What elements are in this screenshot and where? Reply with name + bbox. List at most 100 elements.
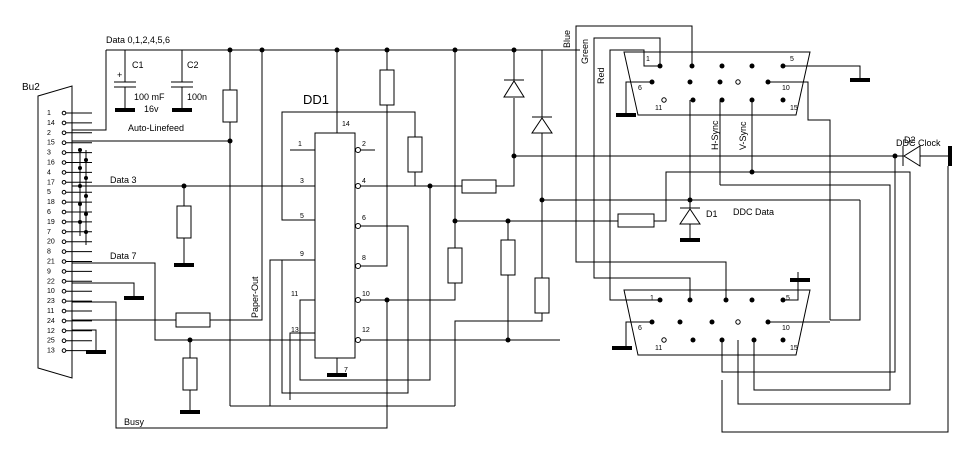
db25-connector: Bu2 114215316417518619720821922102311241…	[22, 82, 92, 379]
db25-pin-contact	[61, 279, 67, 284]
green-label: Green	[580, 39, 590, 64]
vga-cross-wiring	[575, 50, 949, 433]
ddc-data-label: DDC Data	[733, 207, 774, 217]
ic-label: DD1	[303, 92, 329, 107]
ddc-clock-label: DDC Clock	[896, 138, 941, 148]
db25-pin-label: 14	[47, 120, 55, 127]
svg-text:11: 11	[291, 291, 298, 298]
db25-pin-contact	[61, 209, 67, 215]
resistor-508	[500, 218, 516, 343]
db25-pin-contact	[61, 130, 67, 136]
db25-wiring: Data 3 Data 7 Busy	[72, 138, 388, 429]
db25-pin-label: 7	[47, 229, 51, 236]
db25-pin-label: 6	[47, 209, 51, 216]
resistor-busy-pulldown	[180, 337, 200, 414]
data-bus-label: Data 0,1,2,4,5,6	[106, 35, 170, 45]
db25-pin-contact	[61, 199, 67, 205]
db25-pin-contact	[61, 298, 67, 304]
svg-text:15: 15	[790, 105, 798, 112]
svg-text:1: 1	[646, 56, 650, 63]
hsync-label: H-Sync	[710, 120, 720, 150]
db25-pin-contact	[61, 189, 67, 195]
db25-pin-label: 23	[47, 298, 55, 305]
db25-pin-label: 16	[47, 160, 55, 167]
db25-pin-contact	[61, 269, 67, 274]
db25-pin-list: 1142153164175186197208219221023112412251…	[47, 110, 92, 355]
svg-text:5: 5	[786, 295, 790, 302]
svg-text:5: 5	[790, 56, 794, 63]
svg-text:14: 14	[342, 121, 350, 128]
svg-text:1: 1	[298, 141, 302, 148]
svg-text:13: 13	[291, 327, 299, 334]
db25-pin-contact	[61, 150, 67, 155]
data-bus: Data 0,1,2,4,5,6	[72, 35, 580, 131]
svg-text:6: 6	[362, 215, 366, 222]
vsync-label: V-Sync	[738, 121, 748, 150]
connector-label: Bu2	[22, 82, 40, 93]
capacitor-c1: C1 + 100 mF 16v	[114, 50, 165, 114]
c2-label: C2	[187, 60, 199, 70]
db25-pin-label: 4	[47, 169, 51, 176]
c1-value: 100 mF	[134, 92, 165, 102]
d1-label: D1	[706, 209, 718, 219]
db25-pin-contact	[61, 110, 67, 116]
db25-pin-contact	[61, 288, 67, 294]
svg-text:10: 10	[782, 325, 790, 332]
busy-label: Busy	[124, 417, 145, 427]
db25-pin-contact	[61, 308, 67, 314]
db25-pin-label: 13	[47, 348, 55, 355]
d2-label: D2	[904, 135, 916, 145]
paper-out-label: Paper-Out	[250, 276, 260, 318]
svg-text:2: 2	[362, 141, 366, 148]
db25-pin-label: 3	[47, 150, 51, 157]
db25-pin-contact	[61, 259, 67, 264]
resistor-pin5	[407, 136, 423, 186]
capacitor-c2: C2 100n	[171, 50, 207, 112]
db25-pin-contact	[61, 140, 67, 145]
db25-pin-label: 25	[47, 338, 55, 345]
diode-d2: DDC Clock D2	[892, 135, 952, 167]
vga-connector-top: Blue Green Red 1 5 6 10 11 15 H-Sy	[562, 25, 870, 320]
auto-linefeed-label: Auto-Linefeed	[128, 123, 184, 133]
resistor-455	[387, 50, 560, 301]
db25-pin-contact	[61, 328, 67, 334]
data7-label: Data 7	[110, 251, 137, 261]
db25-pin-contact	[61, 160, 67, 165]
svg-text:5: 5	[300, 213, 304, 220]
svg-text:15: 15	[790, 345, 798, 352]
svg-text:8: 8	[362, 255, 366, 262]
vga-connector-bottom: 1 5 6 10 11 15	[612, 272, 830, 356]
db25-pin-contact	[61, 120, 67, 126]
db25-pin-label: 5	[47, 189, 51, 196]
resistor-bus-vertical	[222, 50, 455, 407]
db25-pin-label: 21	[47, 259, 55, 266]
c1-plus: +	[117, 70, 122, 80]
svg-text:11: 11	[655, 105, 662, 112]
c1-label: C1	[132, 60, 144, 70]
diode-d1: D1	[679, 197, 718, 242]
db25-pin-label: 12	[47, 328, 55, 335]
c2-value: 100n	[187, 92, 207, 102]
svg-text:4: 4	[362, 178, 366, 185]
c1-voltage: 16v	[144, 104, 159, 114]
db25-pin-contact	[61, 338, 67, 344]
svg-text:7: 7	[344, 367, 348, 374]
db25-pin-label: 11	[47, 308, 54, 315]
svg-text:1: 1	[650, 295, 654, 302]
db25-pin-label: 24	[47, 318, 55, 325]
db25-pin-label: 10	[47, 288, 55, 295]
svg-text:9: 9	[300, 251, 304, 258]
svg-text:6: 6	[638, 85, 642, 92]
svg-text:11: 11	[655, 345, 662, 352]
db25-pin-label: 1	[47, 110, 51, 117]
svg-text:10: 10	[362, 291, 370, 298]
db25-pin-label: 15	[47, 140, 55, 147]
data3-label: Data 3	[110, 175, 137, 185]
db25-pin-label: 17	[47, 179, 55, 186]
db25-pin-label: 22	[47, 278, 55, 285]
db25-pin-label: 20	[47, 239, 55, 246]
db25-pin-label: 8	[47, 249, 51, 256]
db25-pin-contact	[61, 249, 67, 254]
db25-pin-label: 9	[47, 268, 51, 275]
resistor-542	[454, 197, 550, 406]
